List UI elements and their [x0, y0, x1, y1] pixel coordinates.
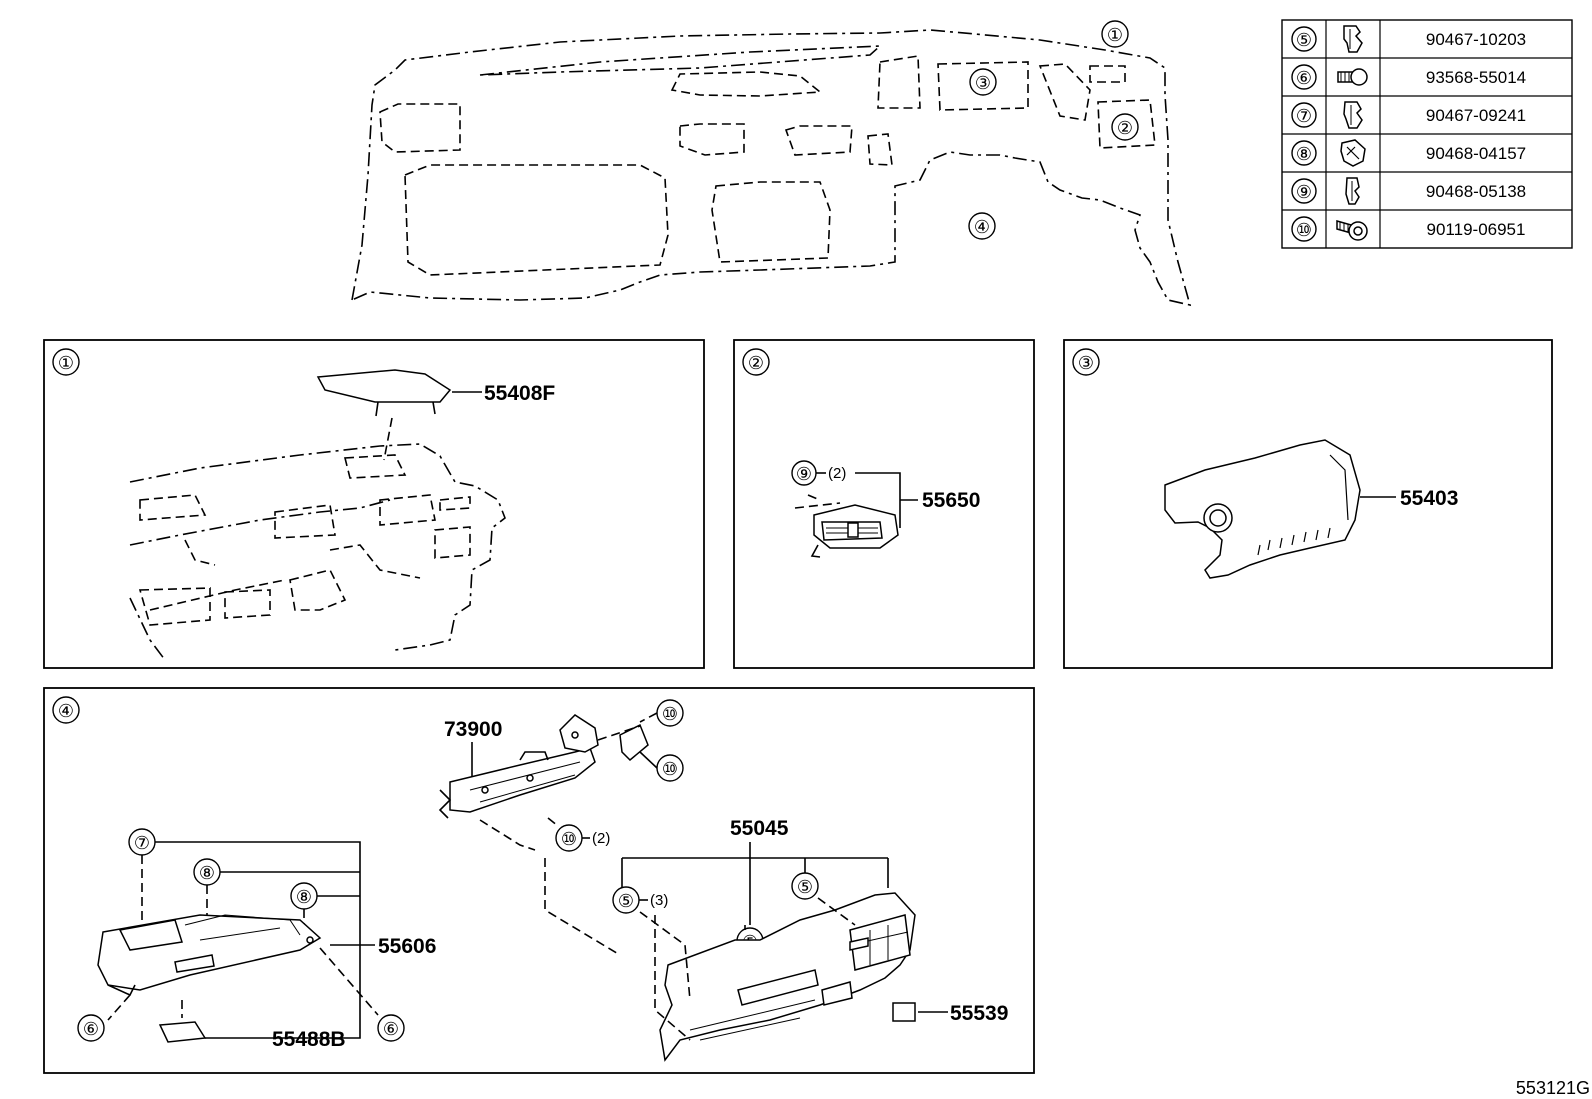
- table-row-ref: ⑨: [1296, 182, 1312, 202]
- table-row-ref: ⑥: [1296, 68, 1312, 88]
- table-part-number: 90468-05138: [1426, 182, 1526, 201]
- table-part-number: 90467-10203: [1426, 30, 1526, 49]
- callout-5: ⑤: [618, 891, 634, 911]
- overview-callout-2: ②: [1117, 118, 1133, 138]
- panel-2-callout: ②: [748, 353, 764, 373]
- table-row-ref: ⑧: [1296, 144, 1312, 164]
- panel-2: ② ⑨ (2) 55650: [733, 339, 1035, 669]
- panel-1: ① 55408F: [43, 339, 705, 669]
- panel-3: ③ 55403: [1063, 339, 1553, 669]
- callout-6: ⑥: [383, 1019, 399, 1039]
- panel-3-callout: ③: [1078, 353, 1094, 373]
- table-part-number: 93568-55014: [1426, 68, 1526, 87]
- screw-icon: [1337, 68, 1368, 86]
- glove-box-panel-part: [97, 914, 322, 997]
- qty-label: (2): [592, 830, 610, 847]
- overview-callout-1: ①: [1107, 25, 1123, 45]
- qty-label: (3): [650, 892, 668, 909]
- callout-7: ⑦: [134, 833, 150, 853]
- overview-callout-4: ④: [974, 217, 990, 237]
- clip-icon: [1343, 101, 1363, 129]
- part-label-55539: 55539: [950, 1002, 1008, 1025]
- part-label-55403: 55403: [1400, 487, 1458, 510]
- callout-9: ⑨: [796, 464, 812, 484]
- speaker-grille-part: [316, 369, 452, 417]
- table-row-ref: ⑩: [1296, 220, 1312, 240]
- lower-panel-part: [659, 892, 916, 1062]
- part-label-55488B: 55488B: [272, 1028, 346, 1051]
- bolt-icon: [1336, 220, 1368, 241]
- callout-10: ⑩: [561, 829, 577, 849]
- diagram-id: 553121G: [1516, 1078, 1590, 1098]
- air-vent-part: [810, 504, 899, 558]
- table-row-ref: ⑦: [1296, 106, 1312, 126]
- part-label-55045: 55045: [730, 817, 789, 840]
- meter-hood-part: [1164, 439, 1361, 579]
- table-part-number: 90467-09241: [1426, 106, 1526, 125]
- part-label-55408F: 55408F: [484, 382, 555, 405]
- panel-1-callout: ①: [58, 353, 74, 373]
- callout-10: ⑩: [662, 704, 678, 724]
- callout-10: ⑩: [662, 759, 678, 779]
- callout-8: ⑧: [296, 887, 312, 907]
- part-label-73900: 73900: [444, 718, 502, 741]
- clip-icon: [1345, 177, 1360, 205]
- clip-icon: [1343, 25, 1363, 53]
- callout-8: ⑧: [199, 863, 215, 883]
- knee-airbag-bracket-part: [438, 714, 649, 819]
- dashboard-overview: ① ③ ② ④: [350, 20, 1192, 307]
- callout-5: ⑤: [797, 877, 813, 897]
- panel-4: ④ 73900 ⑩ ⑩ ⑩ (2) 55045: [43, 687, 1035, 1074]
- clamp-icon: [1340, 139, 1366, 167]
- part-label-55606: 55606: [378, 935, 436, 958]
- qty-label: (2): [828, 465, 846, 482]
- part-label-55650: 55650: [922, 489, 980, 512]
- panel-4-callout: ④: [58, 701, 74, 721]
- table-part-number: 90119-06951: [1427, 220, 1526, 239]
- overview-callout-3: ③: [975, 73, 991, 93]
- callout-6: ⑥: [83, 1019, 99, 1039]
- fastener-table: ⑤ 90467-10203 ⑥ 93568-55014 ⑦ 90467-0924…: [1281, 19, 1573, 249]
- table-part-number: 90468-04157: [1426, 144, 1526, 163]
- table-row-ref: ⑤: [1296, 30, 1312, 50]
